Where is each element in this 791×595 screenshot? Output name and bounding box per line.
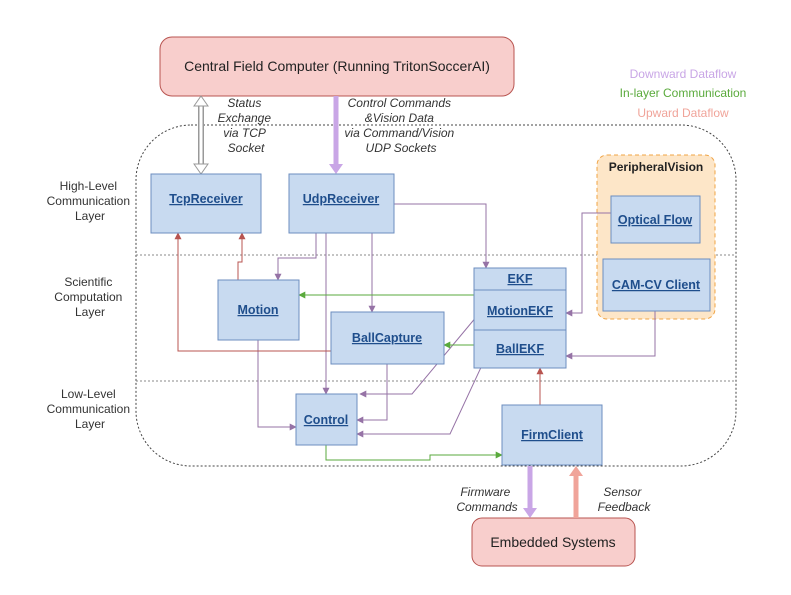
sensor-feedback-arrow bbox=[569, 466, 583, 518]
arrow-ballcapture-to-control bbox=[356, 364, 388, 424]
module-ballcapture-label: BallCapture bbox=[352, 331, 422, 345]
system-boundary bbox=[135, 124, 737, 467]
arrow-udp-to-motion bbox=[274, 233, 317, 281]
module-ballcapture[interactable]: BallCapture bbox=[330, 311, 445, 365]
arrow-ballcapture-to-tcp bbox=[174, 232, 331, 352]
module-ballekf-label: BallEKF bbox=[496, 342, 544, 356]
module-control-label: Control bbox=[304, 413, 348, 427]
layer-label-high: High-Level Communication Layer bbox=[47, 179, 134, 223]
module-camcv-client[interactable]: CAM-CV Client bbox=[602, 258, 711, 312]
embedded-systems-box bbox=[471, 517, 636, 567]
embedded-systems-label: Embedded Systems bbox=[490, 534, 615, 550]
arrow-control-to-firmclient bbox=[325, 445, 503, 461]
arrow-optical-to-motionekf bbox=[565, 212, 611, 317]
firmware-commands-arrow bbox=[523, 466, 537, 518]
module-udpreceiver-label: UdpReceiver bbox=[303, 192, 380, 206]
module-motionekf-label: MotionEKF bbox=[487, 304, 553, 318]
module-ekf-group[interactable]: EKF MotionEKF BallEKF bbox=[473, 267, 567, 369]
module-optical-flow[interactable]: Optical Flow bbox=[610, 195, 701, 244]
module-camcv-client-label: CAM-CV Client bbox=[612, 278, 701, 292]
module-firmclient-label: FirmClient bbox=[521, 428, 584, 442]
annotation-firmware-commands: Firmware Commands bbox=[456, 485, 517, 514]
arrow-camcv-to-ballekf bbox=[565, 311, 656, 360]
module-optical-flow-label: Optical Flow bbox=[618, 213, 693, 227]
module-firmclient[interactable]: FirmClient bbox=[501, 404, 603, 466]
annotation-control-commands: Control Commands &Vision Data via Comman… bbox=[344, 96, 457, 155]
udp-socket-arrow bbox=[329, 96, 343, 174]
arrow-motionekf-to-control bbox=[359, 309, 483, 398]
module-ekf-label: EKF bbox=[508, 272, 533, 286]
layer-label-low: Low-Level Communication Layer bbox=[47, 387, 134, 431]
annotation-sensor-feedback: Sensor Feedback bbox=[598, 485, 652, 514]
peripheral-vision-title: PeripheralVision bbox=[609, 160, 703, 174]
arrow-motion-to-control bbox=[257, 340, 297, 431]
arrow-ballekf-to-control bbox=[356, 347, 491, 438]
tcp-socket-arrow bbox=[193, 95, 209, 175]
legend-downward: Downward Dataflow bbox=[630, 67, 737, 81]
annotation-status-exchange: Status Exchange via TCP Socket bbox=[218, 96, 275, 155]
arrow-motion-to-tcp bbox=[237, 232, 246, 280]
module-motion-label: Motion bbox=[238, 303, 279, 317]
layer-label-scientific: Scientific Computation Layer bbox=[54, 275, 125, 319]
module-udpreceiver[interactable]: UdpReceiver bbox=[288, 173, 395, 234]
module-motion[interactable]: Motion bbox=[217, 279, 300, 341]
legend-upward: Upward Dataflow bbox=[637, 106, 729, 120]
central-computer-label: Central Field Computer (Running TritonSo… bbox=[184, 58, 490, 74]
arrow-udp-to-ekf bbox=[394, 203, 490, 269]
legend-in-layer: In-layer Communication bbox=[620, 86, 747, 100]
module-control[interactable]: Control bbox=[295, 393, 358, 446]
module-tcpreceiver[interactable]: TcpReceiver bbox=[150, 173, 262, 234]
module-tcpreceiver-label: TcpReceiver bbox=[169, 192, 243, 206]
